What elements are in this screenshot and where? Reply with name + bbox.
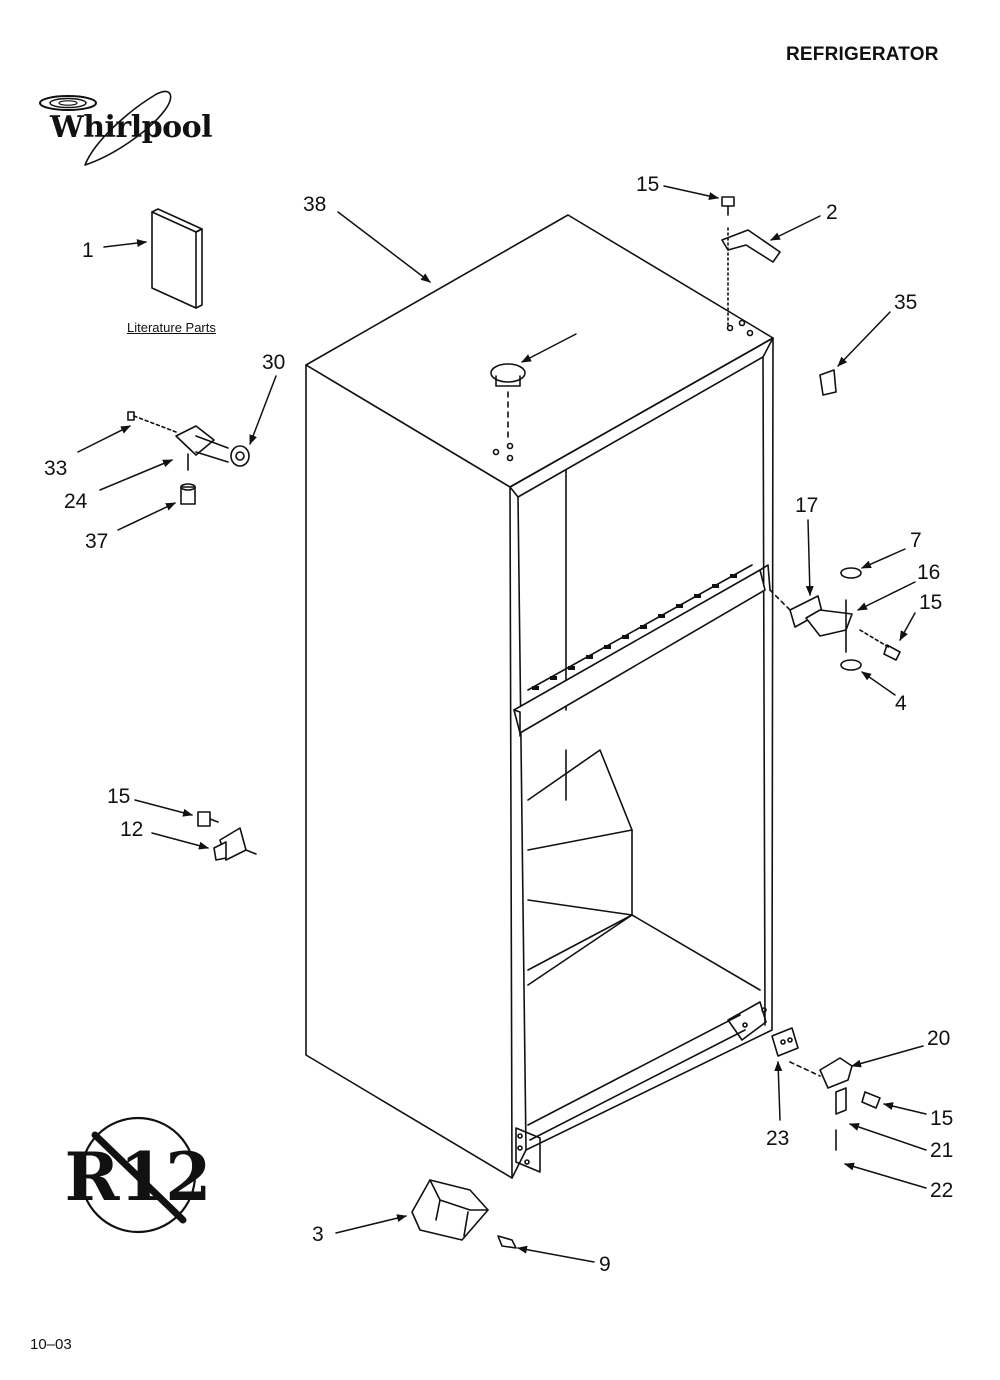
callout-30: 30 bbox=[262, 351, 286, 374]
callout-7: 7 bbox=[910, 529, 922, 552]
callout-38: 38 bbox=[303, 193, 327, 216]
refrigerator-cabinet bbox=[305, 214, 774, 1179]
bracket-hole bbox=[761, 1007, 767, 1013]
brand-logo-text: Whirlpool bbox=[50, 110, 213, 145]
bracket-12 bbox=[197, 811, 257, 861]
callout-15-top: 15 bbox=[636, 173, 660, 196]
callout-3: 3 bbox=[312, 1223, 324, 1246]
callout-37: 37 bbox=[85, 530, 109, 553]
callout-22: 22 bbox=[930, 1179, 954, 1202]
callout-35: 35 bbox=[894, 291, 918, 314]
callout-33: 33 bbox=[44, 457, 68, 480]
bottom-hinge-bracket bbox=[727, 1001, 767, 1041]
callout-1: 1 bbox=[82, 239, 94, 262]
hinge-assembly-left bbox=[127, 411, 250, 505]
callout-4: 4 bbox=[895, 692, 907, 715]
brand-logo-icon bbox=[39, 90, 172, 166]
callout-12: 12 bbox=[120, 818, 144, 841]
callout-15-hinge: 15 bbox=[919, 591, 943, 614]
bottom-hinge-assembly bbox=[771, 1027, 881, 1151]
callout-16: 16 bbox=[917, 561, 941, 584]
callout-24: 24 bbox=[64, 490, 88, 513]
callout-9: 9 bbox=[599, 1253, 611, 1276]
plug-27 bbox=[490, 363, 526, 441]
callout-20: 20 bbox=[927, 1027, 951, 1050]
bracket-hole bbox=[742, 1022, 748, 1028]
page-title: REFRIGERATOR bbox=[786, 44, 939, 65]
literature-parts-label: Literature Parts bbox=[127, 320, 216, 335]
roller-part-3 bbox=[411, 1179, 517, 1249]
mid-hinge-rail bbox=[513, 564, 771, 737]
no-r12-seal: R12 bbox=[65, 1116, 211, 1234]
callout-17: 17 bbox=[795, 494, 819, 517]
callout-23: 23 bbox=[766, 1127, 790, 1150]
part-35 bbox=[819, 369, 837, 396]
leader-lines bbox=[77, 185, 927, 1263]
literature-book-icon bbox=[151, 208, 203, 309]
hinge-assembly-right bbox=[769, 567, 901, 671]
callout-2: 2 bbox=[826, 201, 838, 224]
callout-21: 21 bbox=[930, 1139, 954, 1162]
callout-15-left: 15 bbox=[107, 785, 131, 808]
top-hinge-part bbox=[721, 196, 781, 326]
revision-code: 10–03 bbox=[30, 1336, 72, 1353]
callout-15-bottom: 15 bbox=[930, 1107, 954, 1130]
